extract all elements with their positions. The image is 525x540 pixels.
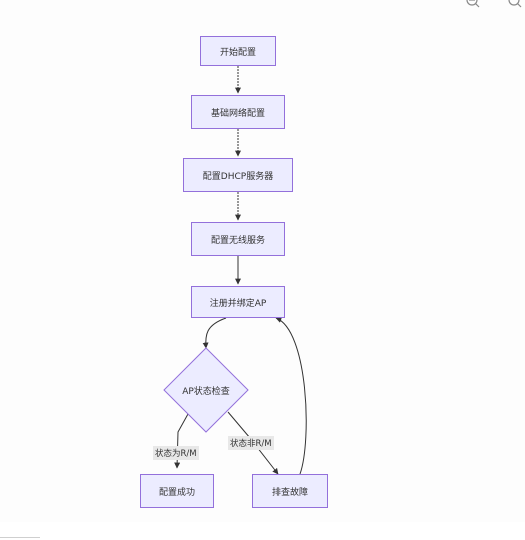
node-success: 配置成功 — [140, 474, 214, 508]
node-dhcp-label: 配置DHCP服务器 — [202, 171, 274, 182]
zoom-in-icon[interactable] — [508, 0, 522, 12]
decision-diamond-shape — [163, 347, 249, 433]
node-wireless: 配置无线服务 — [191, 222, 285, 256]
node-troubleshoot-label: 排查故障 — [271, 487, 308, 498]
node-register-label: 注册并绑定AP — [209, 298, 267, 309]
node-wireless-label: 配置无线服务 — [210, 235, 265, 246]
zoom-out-icon[interactable] — [466, 0, 480, 12]
node-basic-network: 基础网络配置 — [191, 95, 285, 129]
node-dhcp: 配置DHCP服务器 — [183, 158, 293, 192]
bottom-divider — [0, 537, 40, 538]
node-register: 注册并绑定AP — [191, 286, 285, 318]
edge-label-status-not-rm: 状态非R/M — [228, 436, 274, 450]
edge-register-check — [202, 317, 227, 349]
node-start: 开始配置 — [200, 36, 276, 66]
edge-troubleshoot-register — [275, 317, 307, 475]
node-start-label: 开始配置 — [219, 47, 256, 58]
diagram-canvas: 开始配置 基础网络配置 配置DHCP服务器 配置无线服务 注册并绑定AP AP状… — [140, 36, 328, 508]
edge-label-status-rm-text: 状态为R/M — [155, 449, 197, 459]
node-check-label: AP状态检查 — [166, 384, 246, 397]
edge-label-status-rm: 状态为R/M — [153, 446, 199, 460]
node-success-label: 配置成功 — [158, 487, 195, 498]
node-check-text: AP状态检查 — [182, 387, 230, 397]
node-troubleshoot: 排查故障 — [252, 474, 328, 508]
edge-label-status-not-rm-text: 状态非R/M — [230, 439, 272, 449]
node-basic-network-label: 基础网络配置 — [210, 108, 265, 119]
